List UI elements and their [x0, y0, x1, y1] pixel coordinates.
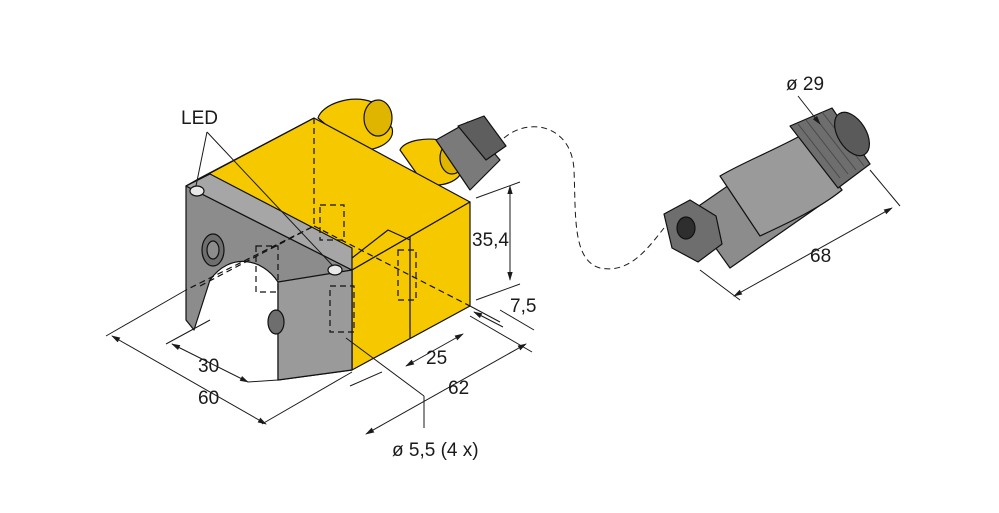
- led-callout: LED: [181, 108, 334, 267]
- led-label: LED: [181, 108, 218, 129]
- hole-label: ø 5,5 (4 x): [392, 440, 479, 461]
- led-indicator-right: [327, 264, 343, 276]
- dimension-width: 30 60: [105, 289, 353, 425]
- depth-outer-label: 62: [448, 378, 469, 399]
- connector-length-dimension: 68: [699, 169, 901, 301]
- depth-inner-label: 25: [426, 348, 447, 369]
- top-connector-right: [399, 115, 507, 191]
- offset-label: 7,5: [510, 296, 536, 317]
- sensor-housing: [185, 98, 507, 381]
- width-inner-label: 30: [198, 356, 219, 377]
- connector-diameter-dimension: ø 29: [786, 74, 824, 125]
- dimension-depth: 25 62: [349, 315, 533, 435]
- height-label: 35,4: [472, 230, 509, 251]
- dimension-offset: 7,5: [469, 296, 536, 331]
- dimension-height: 35,4: [472, 181, 521, 301]
- hole-callout: ø 5,5 (4 x): [345, 337, 479, 461]
- cable-dashed: [503, 126, 665, 270]
- connector-diameter-label: ø 29: [786, 74, 824, 95]
- led-indicator-left: [189, 185, 205, 197]
- cable-connector: [663, 107, 871, 269]
- connector-length-label: 68: [810, 246, 831, 267]
- width-outer-label: 60: [198, 388, 219, 409]
